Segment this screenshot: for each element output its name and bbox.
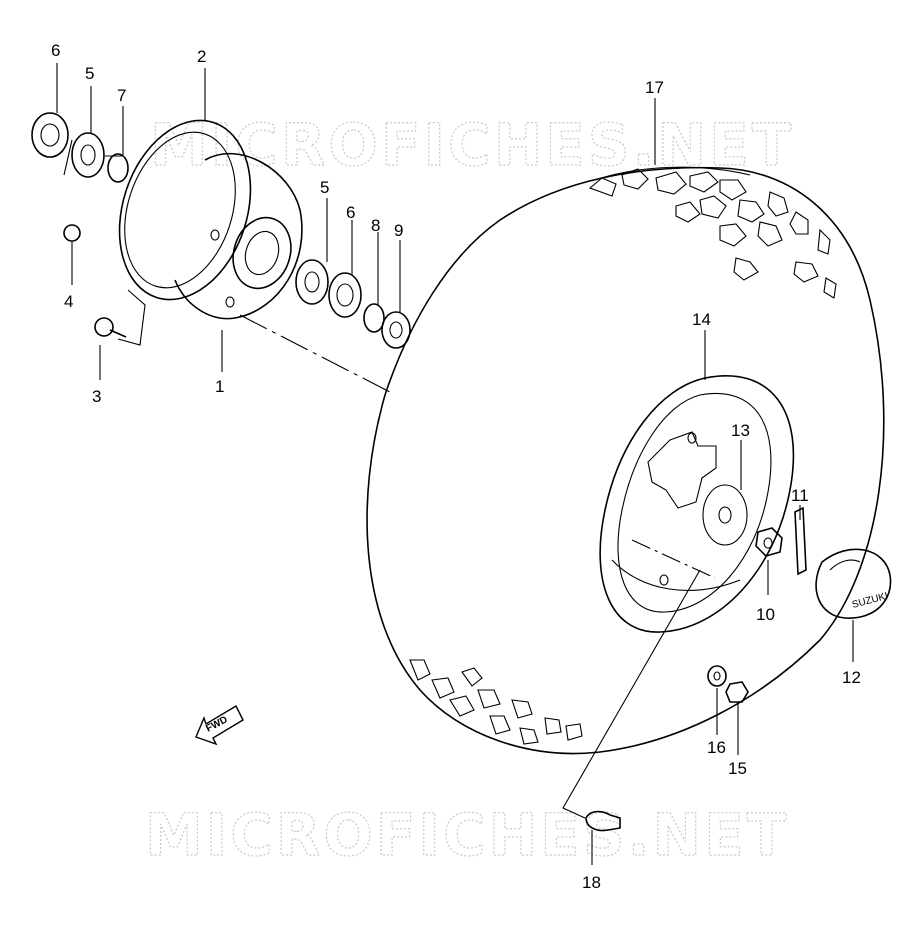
callout-7: 7 — [117, 86, 126, 105]
watermark-top: MICROFICHES.NET — [150, 111, 794, 179]
seal-6-left — [31, 112, 69, 158]
spacer-7 — [107, 153, 129, 183]
bearing-5-right — [295, 259, 329, 305]
bolt-3 — [94, 317, 127, 338]
callout-11: 11 — [791, 486, 809, 505]
callout-15: 15 — [728, 759, 747, 778]
callout-8: 8 — [371, 216, 380, 235]
callout-5-right: 5 — [320, 178, 329, 197]
nut-15 — [725, 681, 749, 703]
nut-10 — [755, 527, 783, 557]
callout-6-left: 6 — [51, 41, 60, 60]
washer-16 — [707, 665, 727, 687]
hub-cap-brand: SUZUKI — [851, 591, 889, 611]
callout-1: 1 — [215, 377, 224, 396]
callout-18: 18 — [582, 873, 601, 892]
callout-5-left: 5 — [85, 64, 94, 83]
callout-14: 14 — [692, 310, 711, 329]
seal-6-right — [328, 272, 362, 318]
tread-top — [588, 168, 837, 299]
wheel-rim — [599, 375, 795, 633]
callout-2: 2 — [197, 47, 206, 66]
leader-lines — [56, 63, 854, 865]
left-bearing-stack — [31, 112, 129, 183]
spacer-8 — [363, 303, 385, 333]
callout-17: 17 — [645, 78, 664, 97]
callout-10: 10 — [756, 605, 775, 624]
tire — [366, 166, 885, 755]
callout-9: 9 — [394, 221, 403, 240]
right-bearing-stack — [295, 259, 411, 349]
callout-6-right: 6 — [346, 203, 355, 222]
wheel-hub — [118, 119, 303, 320]
tread-bottom — [409, 659, 583, 745]
callout-13: 13 — [731, 421, 750, 440]
bearing-5-left — [71, 132, 105, 178]
watermark-bottom: MICROFICHES.NET — [145, 801, 789, 869]
callout-12: 12 — [842, 668, 861, 687]
callout-16: 16 — [707, 738, 726, 757]
callout-3: 3 — [92, 387, 101, 406]
grease-nipple-4 — [63, 224, 81, 242]
washer-9 — [381, 311, 411, 349]
valve-cap-18 — [585, 810, 621, 832]
fwd-arrow: FWD — [195, 705, 244, 746]
callout-4: 4 — [64, 292, 73, 311]
